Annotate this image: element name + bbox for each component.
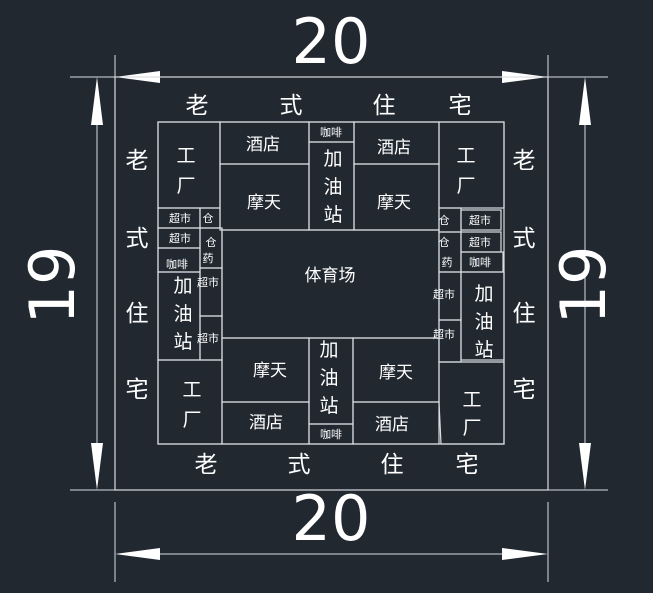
arrowhead-down	[579, 443, 591, 490]
site-boundary	[114, 76, 549, 491]
arrowhead-right	[502, 548, 548, 560]
svg-text:油: 油	[319, 367, 338, 389]
svg-text:老: 老	[195, 452, 218, 478]
factory-top-right	[438, 121, 505, 209]
svg-text:酒店: 酒店	[375, 415, 409, 435]
svg-text:摩天: 摩天	[379, 363, 413, 383]
svg-text:药: 药	[203, 252, 214, 265]
dimension-left: 19	[16, 76, 115, 491]
svg-text:超市: 超市	[197, 331, 219, 345]
svg-text:老: 老	[186, 93, 209, 119]
svg-text:摩天: 摩天	[377, 193, 411, 213]
svg-text:住: 住	[381, 452, 404, 478]
right-band: 仓 超市 仓 药 超市 咖啡 超市 超市 加 油 站	[433, 207, 505, 363]
svg-text:住: 住	[513, 301, 536, 327]
svg-text:加: 加	[323, 148, 342, 170]
arrowhead-up	[91, 77, 103, 125]
dimension-bottom: 20	[114, 482, 549, 582]
svg-text:加: 加	[474, 283, 493, 305]
residential-top: 老 式 住 宅	[186, 93, 472, 119]
svg-text:站: 站	[323, 204, 342, 226]
residential-left: 老 式 住 宅	[126, 148, 149, 403]
hotel-bottom-right	[352, 401, 440, 445]
svg-text:住: 住	[126, 301, 149, 327]
svg-text:工: 工	[182, 379, 201, 401]
dimension-label-right: 19	[547, 246, 620, 325]
svg-text:式: 式	[513, 226, 536, 252]
residential-right: 老 式 住 宅	[513, 148, 536, 403]
svg-text:酒店: 酒店	[377, 138, 411, 158]
svg-text:咖啡: 咖啡	[320, 125, 342, 139]
svg-text:老: 老	[126, 148, 149, 174]
svg-text:超市: 超市	[469, 235, 491, 249]
factory-bottom-right	[438, 361, 505, 445]
supermarket-right-4	[438, 319, 462, 363]
svg-text:宅: 宅	[449, 93, 472, 119]
svg-text:工: 工	[462, 389, 481, 411]
svg-text:加: 加	[319, 339, 338, 361]
svg-text:油: 油	[474, 311, 493, 333]
svg-text:超市: 超市	[433, 287, 455, 301]
svg-text:住: 住	[373, 93, 396, 119]
svg-text:摩天: 摩天	[253, 361, 287, 381]
arrowhead-up	[579, 77, 591, 125]
svg-text:超市: 超市	[433, 327, 455, 341]
svg-text:工: 工	[456, 145, 475, 167]
svg-text:咖啡: 咖啡	[469, 255, 491, 269]
svg-text:油: 油	[173, 303, 192, 325]
svg-text:咖啡: 咖啡	[166, 257, 188, 271]
svg-text:酒店: 酒店	[249, 413, 283, 433]
svg-text:宅: 宅	[126, 377, 149, 403]
svg-text:超市: 超市	[169, 231, 191, 245]
left-band: 超市 仓 超市 仓 药 咖啡 加 油 站 超市 超市	[157, 207, 223, 361]
svg-text:宅: 宅	[456, 452, 479, 478]
gas-station-right	[460, 271, 505, 361]
arrowhead-down	[91, 443, 103, 490]
dimension-top: 20	[114, 5, 549, 120]
arrowhead-left	[115, 548, 160, 560]
svg-text:超市: 超市	[469, 213, 491, 227]
svg-text:药: 药	[442, 256, 453, 269]
svg-text:超市: 超市	[169, 211, 191, 225]
dimension-right: 19	[547, 76, 620, 491]
supermarket-right-1	[460, 209, 502, 231]
svg-text:站: 站	[173, 331, 192, 353]
svg-text:超市: 超市	[197, 275, 219, 289]
svg-text:厂: 厂	[176, 175, 195, 197]
dimension-label-top: 20	[292, 5, 371, 78]
svg-text:厂: 厂	[182, 409, 201, 431]
svg-text:咖啡: 咖啡	[320, 427, 342, 441]
svg-text:老: 老	[513, 148, 536, 174]
top-band: 工 厂 酒店 摩天 咖啡 加 油 站 酒店 摩天 工 厂	[157, 121, 505, 231]
svg-text:油: 油	[323, 176, 342, 198]
svg-text:厂: 厂	[462, 417, 481, 439]
svg-text:仓: 仓	[439, 235, 450, 249]
svg-text:仓: 仓	[439, 213, 450, 227]
svg-text:式: 式	[280, 93, 303, 119]
svg-text:仓: 仓	[203, 211, 214, 225]
svg-text:站: 站	[474, 339, 493, 361]
svg-text:式: 式	[288, 452, 311, 478]
svg-text:站: 站	[319, 395, 338, 417]
dimension-label-left: 19	[16, 246, 89, 325]
bottom-band: 工 厂 摩天 酒店 加 油 站 咖啡 摩天 酒店 工 厂	[157, 337, 505, 445]
svg-text:摩天: 摩天	[247, 193, 281, 213]
dimension-label-bottom: 20	[292, 482, 371, 555]
svg-text:式: 式	[126, 226, 149, 252]
svg-text:加: 加	[173, 275, 192, 297]
residential-bottom: 老 式 住 宅	[195, 452, 479, 478]
svg-text:酒店: 酒店	[246, 135, 280, 155]
svg-text:厂: 厂	[456, 175, 475, 197]
stadium-label: 体育场	[305, 266, 356, 286]
svg-text:仓: 仓	[206, 235, 217, 249]
svg-text:工: 工	[176, 145, 195, 167]
svg-text:宅: 宅	[513, 377, 536, 403]
factory-bottom-left	[157, 359, 223, 445]
